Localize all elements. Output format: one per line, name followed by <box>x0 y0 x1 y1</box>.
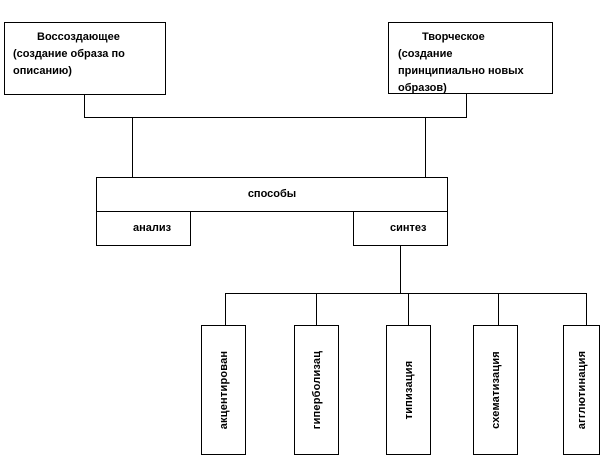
connector-technique-2 <box>316 293 317 325</box>
creative-desc-line2: принципиально новых <box>398 65 524 77</box>
connector-technique-1 <box>225 293 226 325</box>
connector-right-down <box>466 94 467 117</box>
reproductive-desc-line1: (создание образа по <box>13 48 125 60</box>
connector-technique-5 <box>586 293 587 325</box>
technique-label-accentuation: акцентирован <box>217 350 230 430</box>
connector-synthesis-down <box>400 246 401 293</box>
technique-label-schematization: схематизация <box>489 351 502 429</box>
creative-desc-line3: образов) <box>398 82 447 94</box>
connector-top-horizontal <box>84 117 467 118</box>
technique-box-hyperbolization: гиперболизац <box>294 325 339 455</box>
reproductive-imagination-box: Воссоздающее (создание образа по описани… <box>4 22 166 95</box>
synthesis-box: синтез <box>353 211 448 246</box>
technique-label-hyperbolization: гиперболизац <box>310 350 323 430</box>
analysis-box: анализ <box>96 211 191 246</box>
connector-to-methods-left <box>132 117 133 177</box>
technique-box-agglutination: агглютинация <box>563 325 600 455</box>
connector-to-methods-right <box>425 117 426 177</box>
creative-title: Творческое <box>422 31 485 43</box>
technique-label-agglutination: агглютинация <box>575 350 588 430</box>
technique-box-typification: типизация <box>386 325 431 455</box>
technique-box-schematization: схематизация <box>473 325 518 455</box>
analysis-label: анализ <box>133 222 172 234</box>
methods-title: способы <box>247 188 297 200</box>
creative-desc-line1: (создание <box>398 48 453 60</box>
methods-box: способы <box>96 177 448 212</box>
connector-technique-3 <box>408 293 409 325</box>
technique-label-typification: типизация <box>402 360 415 420</box>
reproductive-desc-line2: описанию) <box>13 65 72 77</box>
creative-imagination-box: Творческое (создание принципиально новых… <box>388 22 553 94</box>
connector-left-down <box>84 95 85 117</box>
connector-technique-4 <box>498 293 499 325</box>
reproductive-title: Воссоздающее <box>37 31 120 43</box>
technique-box-accentuation: акцентирован <box>201 325 246 455</box>
synthesis-label: синтез <box>390 222 427 234</box>
connector-techniques-horizontal <box>225 293 587 294</box>
